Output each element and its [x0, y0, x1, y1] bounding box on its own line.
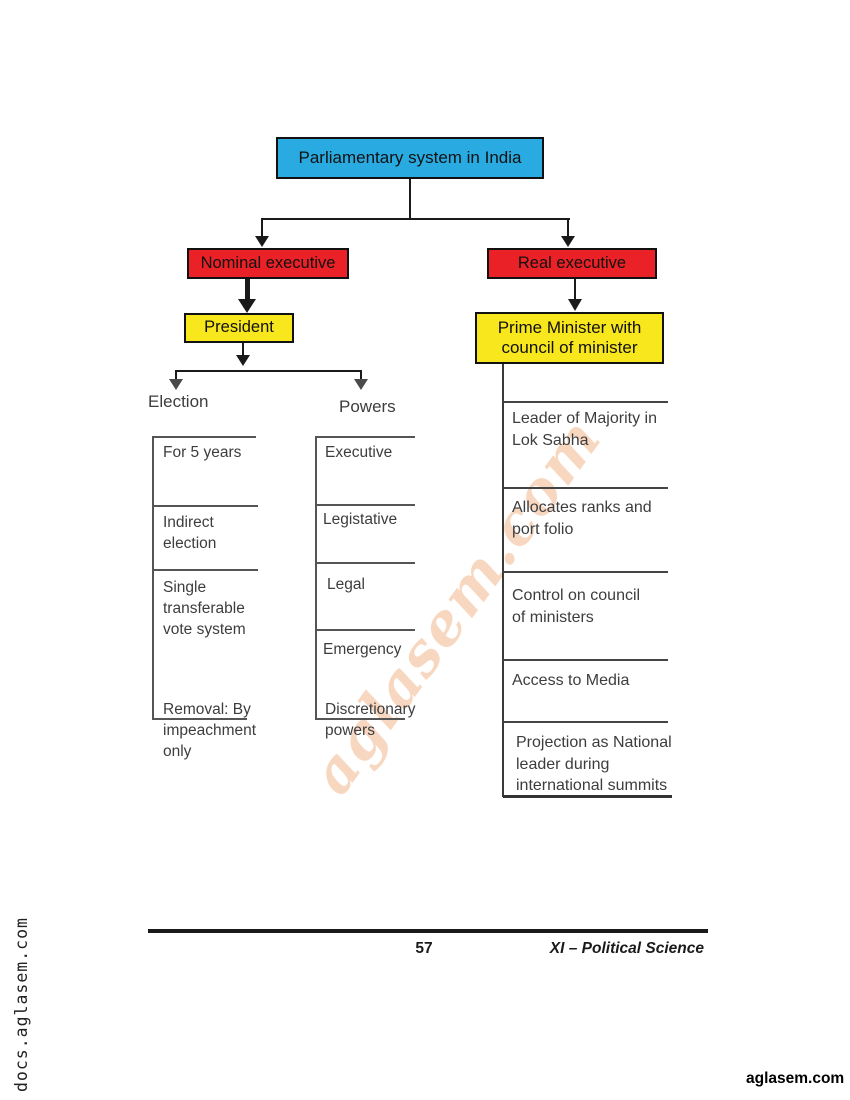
pm-function-item: Access to Media	[512, 672, 630, 689]
arrowhead-down-icon	[169, 379, 183, 390]
powers-bracket-divider	[315, 504, 415, 506]
arrowhead-down-icon	[561, 236, 575, 247]
pm-function-item: Allocates ranks and port folio	[512, 499, 652, 538]
election-bracket-top	[152, 436, 256, 438]
election-bracket-spine	[152, 436, 154, 719]
connector-president-crossbar	[176, 370, 362, 372]
connector-nominal-drop	[261, 218, 263, 237]
connector-real-pm	[574, 279, 576, 301]
connector-root-crossbar	[262, 218, 570, 220]
election-item: Single transferable vote system	[163, 579, 246, 638]
node-nominal-executive: Nominal executive	[187, 248, 349, 279]
node-real-executive: Real executive	[487, 248, 657, 279]
connector-nominal-president	[245, 279, 250, 301]
election-bracket-bottom	[152, 718, 247, 720]
pm-bracket-spine	[502, 364, 505, 797]
footer-rule	[148, 929, 708, 933]
pm-function-item: Leader of Majority in Lok Sabha	[512, 410, 657, 449]
powers-item: Discretionary powers	[325, 701, 416, 739]
powers-bracket-spine	[315, 436, 317, 719]
node-parliamentary-system: Parliamentary system in India	[276, 137, 544, 179]
pm-function-item: Control on council of ministers	[512, 587, 641, 626]
election-item: Indirect election	[163, 514, 217, 552]
powers-bracket-top	[315, 436, 415, 438]
arrowhead-down-icon	[568, 299, 582, 311]
arrowhead-down-icon	[236, 355, 250, 366]
powers-item: Legistative	[323, 511, 398, 528]
pm-bracket-divider	[503, 659, 668, 661]
node-prime-minister: Prime Minister with council of minister	[475, 312, 664, 364]
election-item: For 5 years	[163, 444, 242, 461]
arrowhead-down-icon	[354, 379, 368, 390]
powers-item: Legal	[327, 576, 365, 593]
page-number: 57	[415, 940, 433, 957]
election-label: Election	[148, 392, 209, 411]
footer-subject: XI – Political Science	[549, 940, 704, 957]
node-president: President	[184, 313, 294, 343]
pm-bracket-divider	[503, 571, 668, 573]
brand-logo-text: aglasem.com	[746, 1070, 845, 1087]
pm-bracket-bottom	[503, 795, 672, 798]
pm-bracket-divider	[503, 487, 668, 489]
connector-election-drop	[175, 370, 177, 380]
pm-bracket-divider	[503, 721, 668, 723]
election-bracket-divider	[152, 569, 258, 571]
powers-item: Executive	[325, 444, 393, 461]
powers-bracket-divider	[315, 629, 415, 631]
election-item: Removal: By impeachment only	[163, 701, 257, 760]
connector-real-drop	[567, 218, 569, 237]
arrowhead-down-icon	[238, 299, 256, 313]
powers-label: Powers	[339, 397, 396, 416]
arrowhead-down-icon	[255, 236, 269, 247]
side-watermark-text: docs.aglasem.com	[12, 917, 31, 1092]
powers-bracket-bottom	[315, 718, 405, 720]
election-bracket-divider	[152, 505, 258, 507]
pm-bracket-divider	[503, 401, 668, 403]
connector-president-stem	[242, 343, 244, 356]
powers-bracket-divider	[315, 562, 415, 564]
powers-item: Emergency	[323, 641, 402, 658]
connector-root-stem	[409, 179, 411, 219]
pm-function-item: Projection as National leader during int…	[516, 734, 672, 794]
connector-powers-drop	[360, 370, 362, 380]
